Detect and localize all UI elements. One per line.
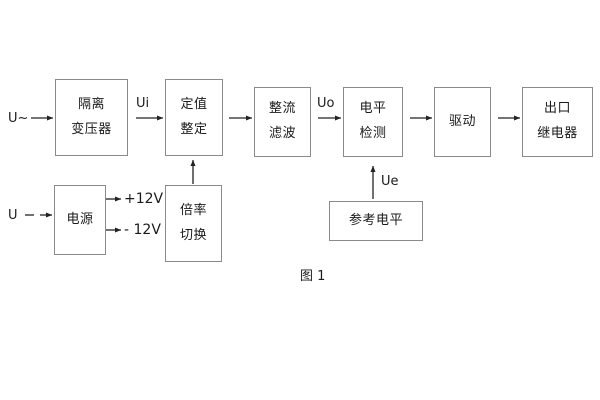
block-level-detection[interactable]: 电平 检测 — [343, 87, 403, 157]
label-plus-12v: +12V — [124, 191, 164, 207]
block-line: 电平 — [359, 101, 387, 117]
block-output-relay[interactable]: 出口 继电器 — [522, 87, 593, 157]
label-ui: Ui — [136, 96, 150, 111]
label-input-dc: U — [8, 208, 18, 223]
label-minus-12v: - 12V — [124, 222, 161, 238]
block-line: 整流 — [268, 101, 296, 117]
block-setting-value[interactable]: 定值 整定 — [165, 79, 223, 156]
block-line: 隔离 — [77, 96, 105, 112]
block-reference-level[interactable]: 参考电平 — [329, 201, 423, 241]
block-line: 继电器 — [537, 126, 578, 141]
block-line: 驱动 — [448, 113, 476, 129]
label-ue: Ue — [381, 174, 399, 189]
block-line: 参考电平 — [348, 212, 403, 228]
block-line: 定值 — [180, 96, 208, 112]
block-line: 出口 — [543, 101, 571, 117]
block-line: 变压器 — [71, 121, 112, 137]
label-input-ac: U~ — [8, 111, 29, 126]
block-line: 倍率 — [179, 202, 207, 218]
block-power-supply[interactable]: 电源 — [54, 185, 106, 255]
block-line: 电源 — [66, 211, 94, 227]
label-uo: Uo — [317, 96, 335, 111]
block-line: 整定 — [180, 121, 208, 137]
block-line: 切换 — [179, 227, 207, 243]
block-rectify-filter[interactable]: 整流 滤波 — [254, 87, 311, 157]
block-drive[interactable]: 驱动 — [434, 87, 491, 157]
block-line: 滤波 — [268, 126, 296, 141]
block-line: 检测 — [359, 126, 387, 141]
block-multiplier-switch[interactable]: 倍率 切换 — [165, 185, 222, 262]
figure-caption: 图 1 — [300, 269, 326, 284]
block-isolation-transformer[interactable]: 隔离 变压器 — [55, 79, 128, 156]
